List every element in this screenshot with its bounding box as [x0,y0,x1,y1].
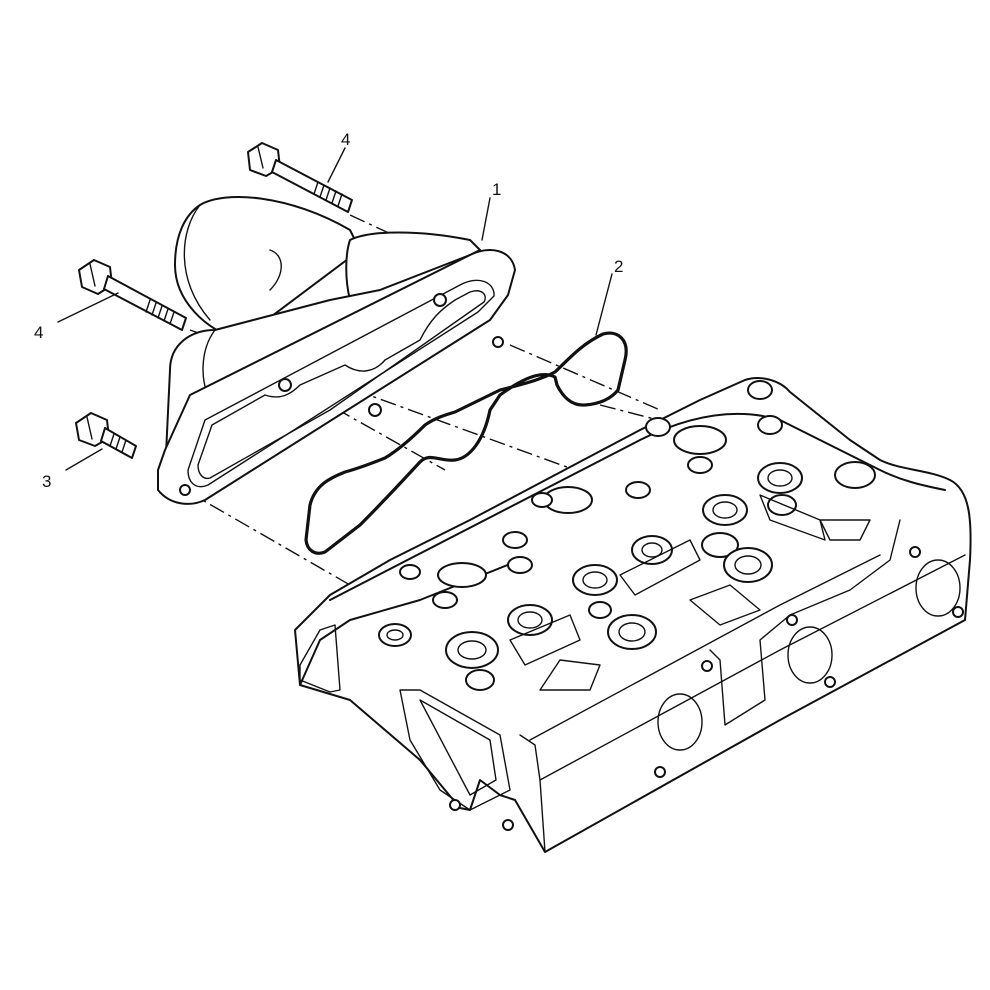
bolt-middle [78,259,187,331]
bolt-lower [75,412,137,459]
leader-lines [57,147,613,471]
thermostat-housing [157,196,516,505]
callout-4-upper: 4 [341,130,350,149]
bolt-upper [247,142,353,213]
cylinder-head [294,377,972,853]
callout-2: 2 [614,257,623,276]
callout-4-lower: 4 [34,323,43,342]
callout-1: 1 [492,180,501,199]
gasket [304,331,628,555]
callout-3: 3 [42,472,51,491]
head-top-features [378,380,876,691]
callout-labels: 1 2 3 4 4 [34,130,623,491]
